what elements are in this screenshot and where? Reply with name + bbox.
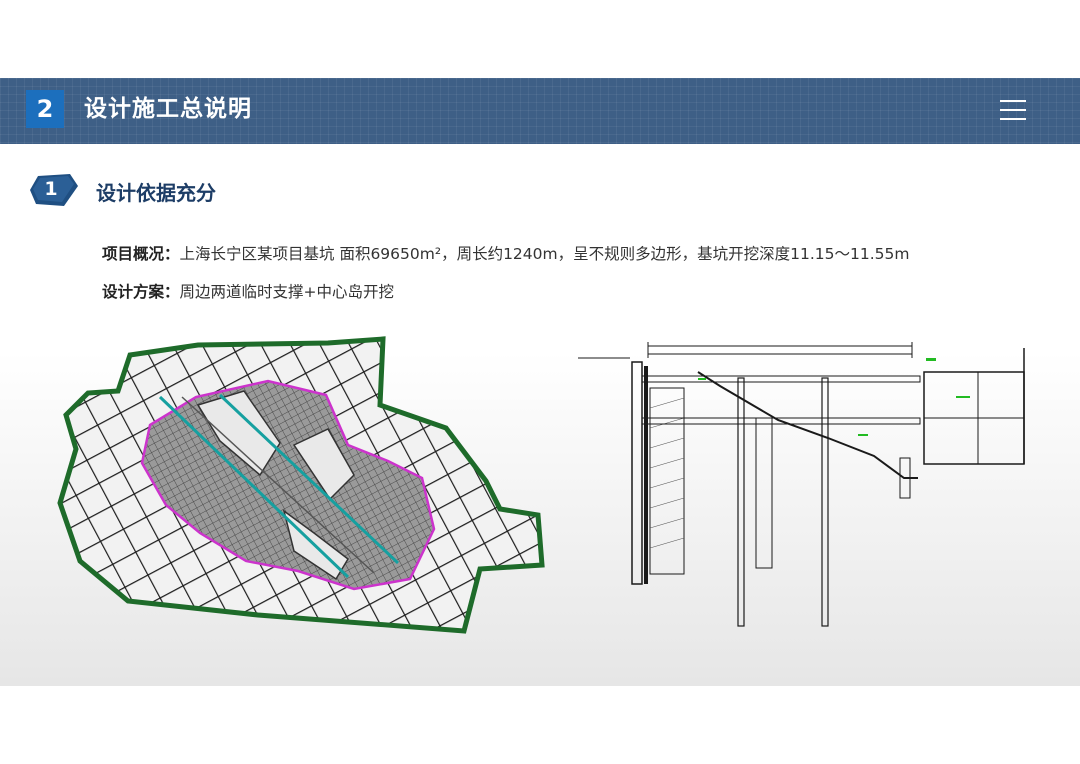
- overview-text: 上海长宁区某项目基坑 面积69650m²，周长约1240m，呈不规则多边形，基坑…: [179, 245, 910, 263]
- hamburger-menu-icon[interactable]: [1000, 100, 1026, 120]
- scheme-label: 设计方案：: [102, 283, 180, 301]
- section-title: 设计施工总说明: [84, 96, 252, 122]
- subsection-number: 1: [44, 178, 58, 200]
- scheme-text: 周边两道临时支撑+中心岛开挖: [179, 283, 395, 301]
- foundation-pit-plan-drawing: [57, 336, 545, 634]
- header-bar: 2 设计施工总说明: [0, 78, 1080, 144]
- hexagon-badge-icon: [30, 174, 78, 206]
- subsection-title: 设计依据充分: [96, 181, 216, 205]
- section-number: 2: [26, 90, 64, 128]
- design-scheme: 设计方案：周边两道临时支撑+中心岛开挖: [102, 279, 394, 305]
- slide: 2 设计施工总说明 1 设计依据充分 项目概况：上海长宁区某项目基坑 面积696…: [0, 78, 1080, 686]
- overview-label: 项目概况：: [102, 245, 180, 263]
- project-overview: 项目概况：上海长宁区某项目基坑 面积69650m²，周长约1240m，呈不规则多…: [102, 241, 909, 267]
- retaining-section-drawing: [578, 342, 1025, 627]
